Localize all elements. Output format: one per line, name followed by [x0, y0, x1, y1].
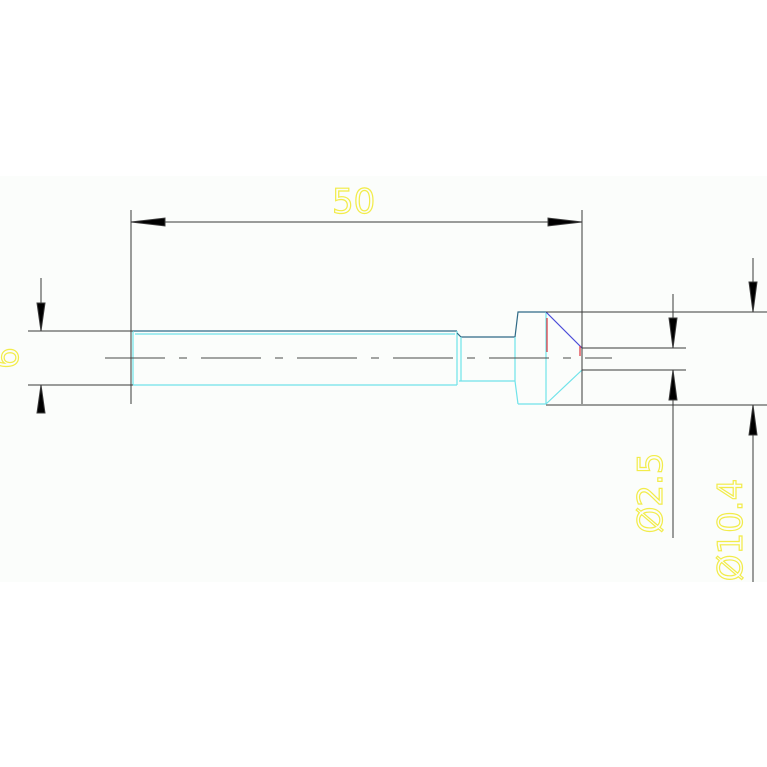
large-diameter-label: Ø10.4: [711, 479, 751, 581]
small-dia-arrow-down: [668, 317, 678, 349]
arrow-down: [36, 302, 46, 332]
collar-top: [514, 311, 546, 338]
arrow-right: [547, 217, 583, 227]
small-dia-arrow-up: [668, 369, 678, 401]
collar-left-face: [514, 337, 519, 405]
part-outline: [132, 311, 583, 405]
large-dia-arrow-up: [748, 404, 758, 436]
cone-lower: [545, 369, 583, 405]
small-diameter-dimension: [582, 294, 686, 538]
large-diameter-dimension: [546, 258, 767, 582]
length-dimension: [130, 210, 583, 404]
cone-upper: [545, 311, 583, 349]
arrow-up: [36, 384, 46, 414]
height-dimension: [28, 278, 133, 414]
drawing-sheet: [0, 176, 767, 582]
length-label: 50: [332, 182, 375, 222]
large-dia-arrow-down: [748, 281, 758, 313]
small-diameter-label: Ø2.5: [631, 453, 671, 534]
height-label: 6: [0, 347, 27, 369]
arrow-left: [130, 217, 166, 227]
